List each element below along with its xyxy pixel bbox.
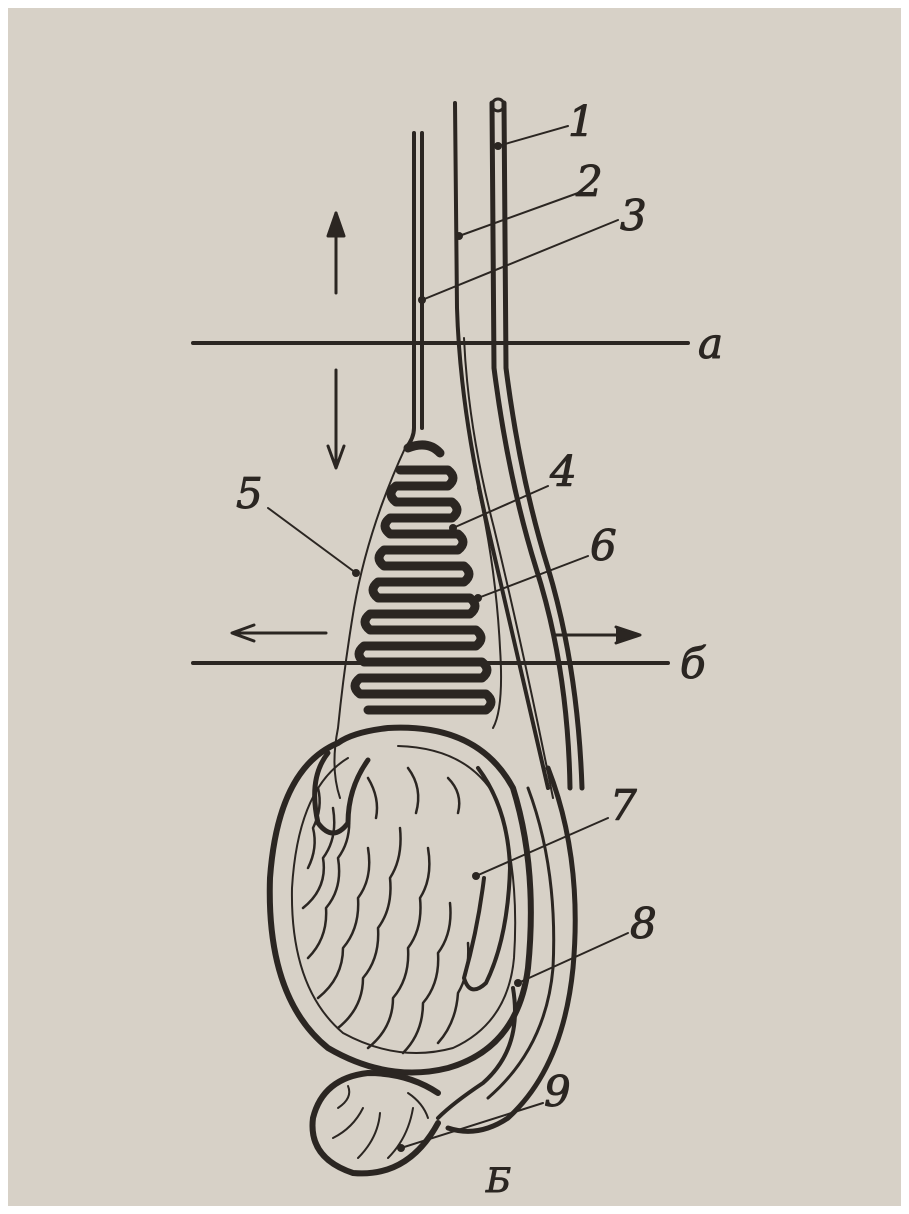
label-B: Б — [485, 1161, 511, 1201]
label-1: 1 — [568, 97, 595, 146]
arrow-up-icon — [328, 213, 344, 293]
label-b: б — [680, 639, 706, 688]
label-a: а — [698, 319, 723, 368]
label-9: 9 — [544, 1067, 571, 1116]
testis-outline — [270, 728, 531, 1073]
arrow-left-icon — [232, 625, 326, 641]
diagram-frame: 1 2 3 4 5 6 7 8 9 а б Б — [8, 8, 901, 1206]
testis-diagram: 1 2 3 4 5 6 7 8 9 а б Б — [8, 8, 901, 1206]
duct-3 — [406, 133, 422, 448]
label-4: 4 — [549, 447, 577, 496]
epididymis-tail — [313, 1073, 439, 1173]
testis-lobules — [303, 768, 468, 1053]
label-8: 8 — [630, 899, 657, 948]
mediastinum — [464, 768, 510, 989]
duct-1 — [492, 99, 582, 788]
label-3: 3 — [620, 191, 647, 240]
efferent-coils — [355, 445, 491, 710]
arrow-down-icon — [328, 370, 344, 468]
label-5: 5 — [236, 469, 263, 518]
label-6: 6 — [590, 521, 617, 570]
label-7: 7 — [610, 781, 637, 830]
label-2: 2 — [575, 157, 603, 206]
